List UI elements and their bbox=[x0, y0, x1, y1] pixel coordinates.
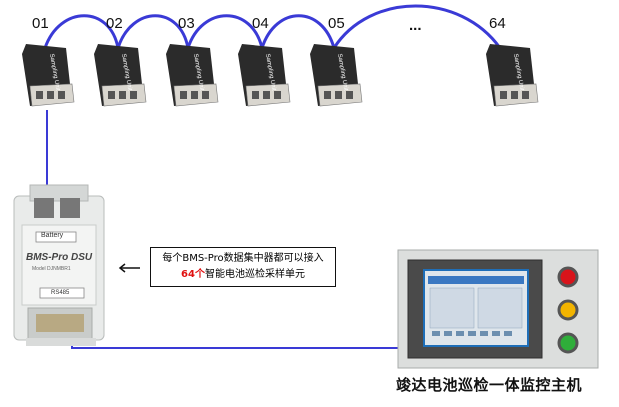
unit-number-label: 05 bbox=[328, 15, 345, 32]
collector-model-sub: Model DJNMBR1 bbox=[32, 266, 71, 272]
alarm-indicator-light bbox=[557, 266, 579, 288]
unit-number-label: 04 bbox=[252, 15, 269, 32]
collector-model-name: BMS-Pro DSU bbox=[26, 252, 93, 263]
daisy-chain-cable bbox=[43, 4, 502, 49]
power-indicator-light bbox=[557, 332, 579, 354]
sampling-unit-02: Sampling Unit bbox=[94, 44, 147, 107]
unit-number-label: 02 bbox=[106, 15, 123, 32]
unit-number-label: 03 bbox=[178, 15, 195, 32]
data-collector-device bbox=[13, 184, 105, 346]
info-note-line2-text: 智能电池巡检采样单元 bbox=[204, 269, 305, 280]
info-note-box: 每个BMS-Pro数据集中器都可以接入 64个智能电池巡检采样单元 bbox=[150, 247, 336, 287]
unit-number-label: 64 bbox=[489, 15, 506, 32]
sampling-unit-64: Sampling Unit bbox=[486, 44, 539, 107]
more-units-ellipsis: ... bbox=[409, 17, 422, 34]
sampling-unit-01: Sampling Unit bbox=[22, 44, 75, 107]
sampling-unit-04: Sampling Unit bbox=[238, 44, 291, 107]
sampling-unit-05: Sampling Unit bbox=[310, 44, 363, 107]
monitor-host-device bbox=[397, 249, 599, 369]
unit-number-label: 01 bbox=[32, 15, 49, 32]
info-note-line2: 64个智能电池巡检采样单元 bbox=[155, 267, 331, 283]
monitor-caption: 竣达电池巡检一体监控主机 bbox=[396, 376, 583, 394]
pointer-arrow bbox=[118, 263, 140, 273]
sampling-units: Sampling Unit Sampling Unit Sampling Unit S… bbox=[22, 44, 539, 107]
warning-indicator-light bbox=[557, 299, 579, 321]
info-note-line1: 每个BMS-Pro数据集中器都可以接入 bbox=[162, 253, 324, 264]
unit-count-highlight: 64个 bbox=[181, 269, 205, 280]
collector-port-label: RS485 bbox=[51, 290, 70, 296]
sampling-unit-03: Sampling Unit bbox=[166, 44, 219, 107]
bus-cable-to-monitor bbox=[71, 340, 400, 349]
collector-battery-label: Battery bbox=[41, 232, 64, 239]
